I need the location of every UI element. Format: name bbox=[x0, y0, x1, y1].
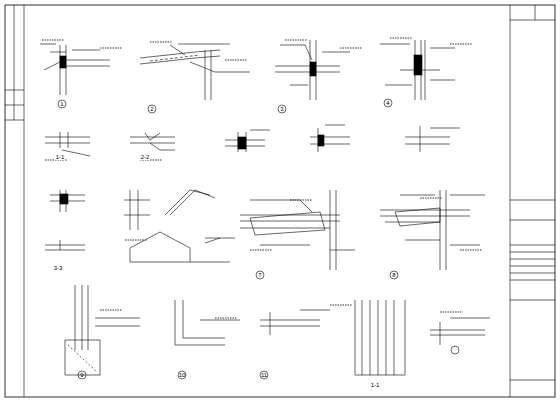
section-mark: 1-1 bbox=[55, 154, 66, 160]
detail-number: 11 bbox=[260, 372, 268, 378]
detail-number: 7 bbox=[257, 272, 262, 278]
detail-number: 4 bbox=[385, 100, 390, 106]
detail-number: 2 bbox=[149, 106, 154, 112]
section-mark: 2-2 bbox=[140, 154, 151, 160]
detail-number: 1 bbox=[59, 101, 64, 107]
detail-number: 3 bbox=[279, 106, 284, 112]
section-mark: 1-1 bbox=[370, 382, 381, 388]
detail-number: 10 bbox=[178, 372, 187, 378]
detail-number: 9 bbox=[79, 372, 84, 378]
detail-number: 8 bbox=[391, 272, 396, 278]
section-mark: 3-3 bbox=[53, 265, 64, 271]
